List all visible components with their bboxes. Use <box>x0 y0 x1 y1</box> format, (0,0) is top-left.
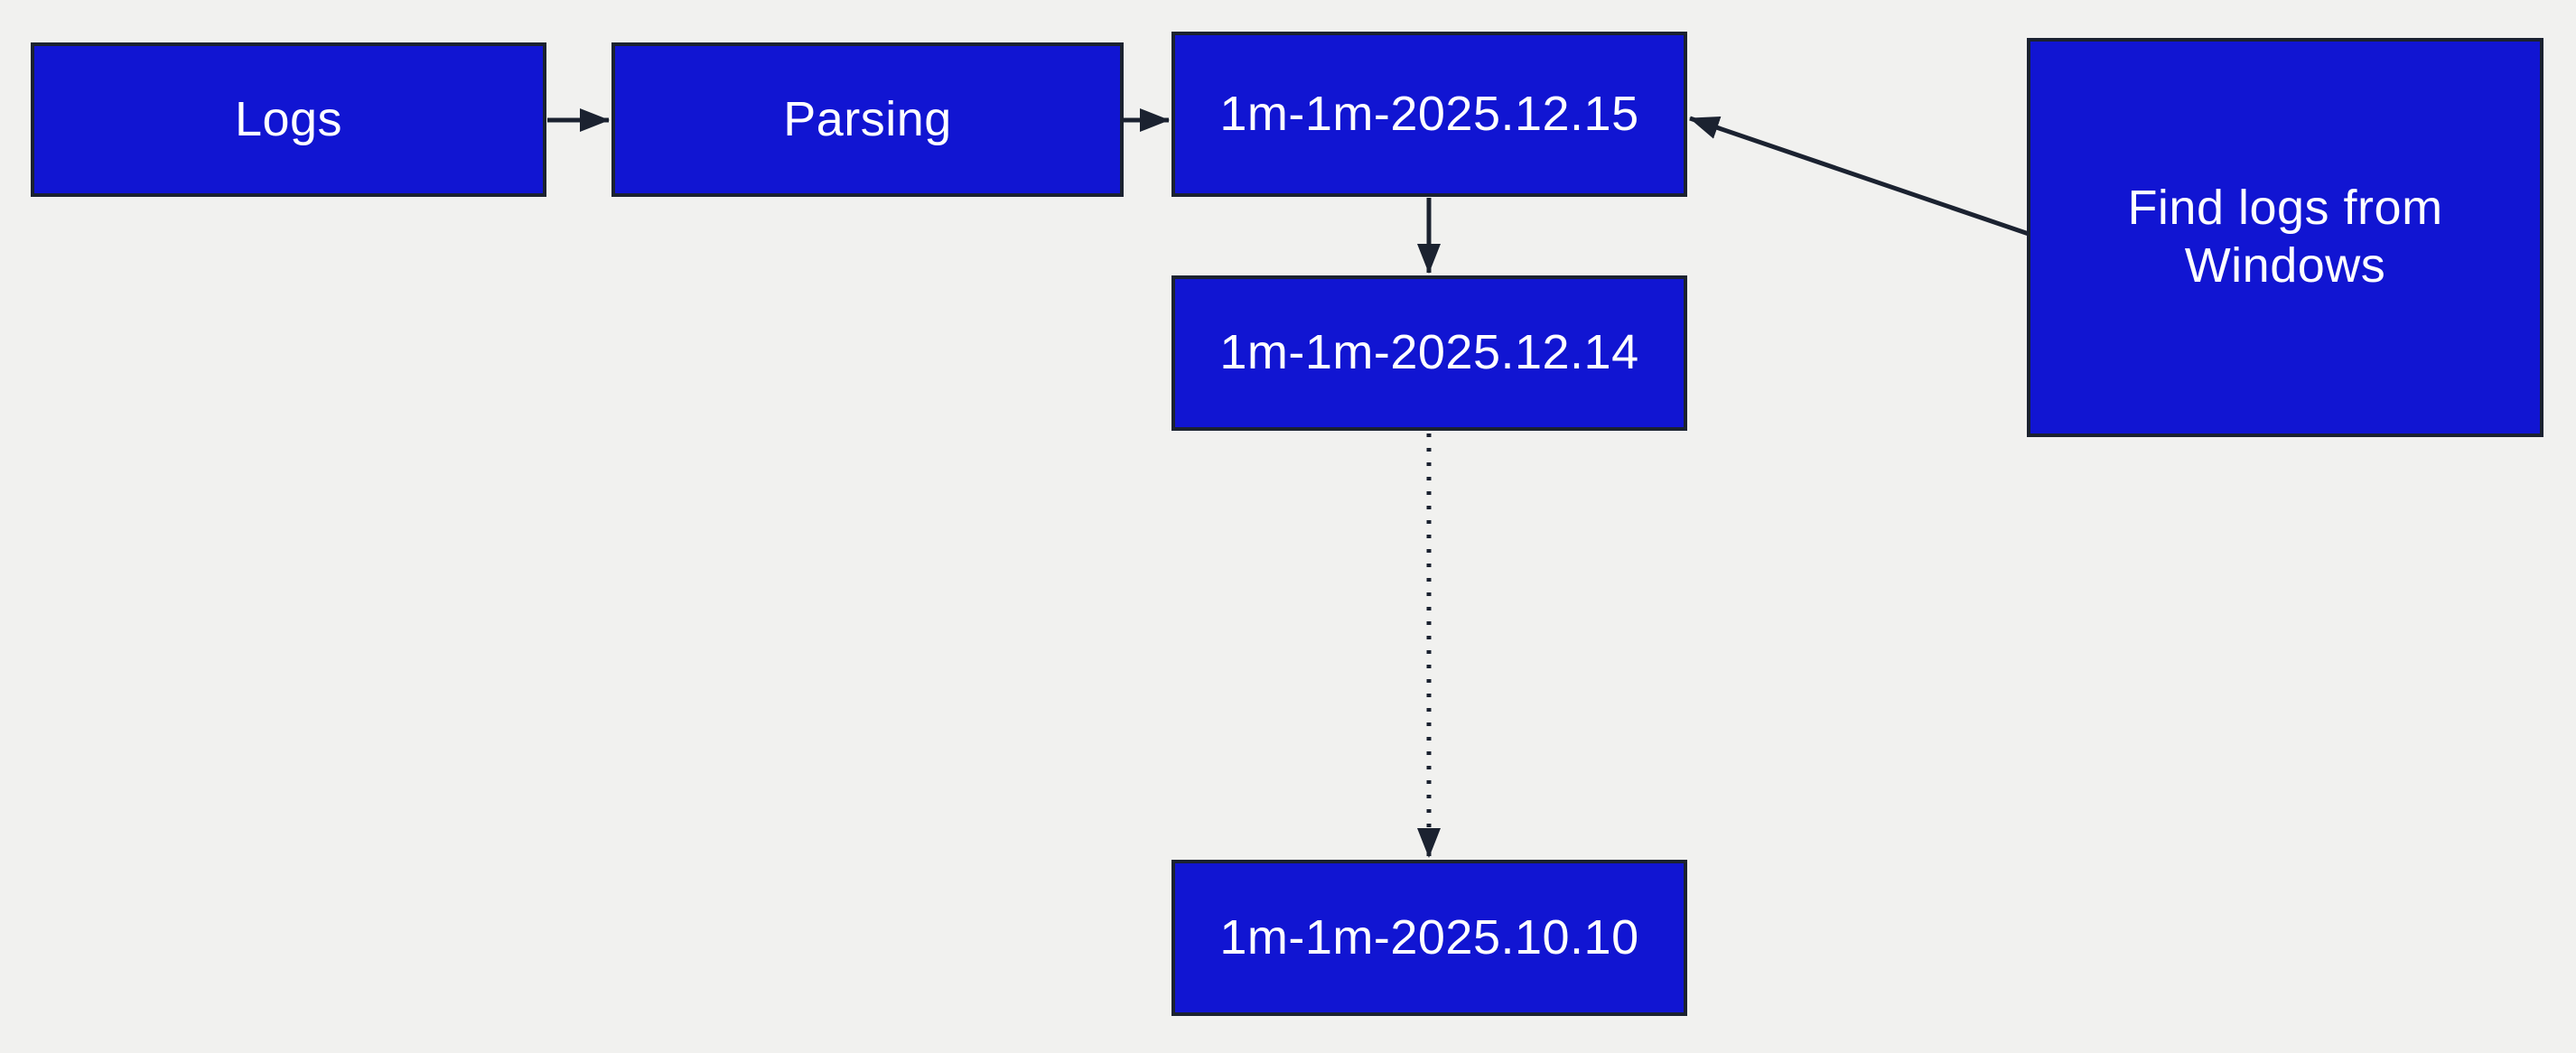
node-index-2025-12-15-label: 1m-1m-2025.12.15 <box>1219 86 1639 141</box>
node-index-2025-10-10[interactable]: 1m-1m-2025.10.10 <box>1171 860 1687 1016</box>
node-find-logs-from-windows[interactable]: Find logs from Windows <box>2027 38 2543 437</box>
node-logs-label: Logs <box>234 91 343 146</box>
node-parsing-label: Parsing <box>783 91 952 146</box>
node-index-2025-12-14[interactable]: 1m-1m-2025.12.14 <box>1171 275 1687 431</box>
node-parsing[interactable]: Parsing <box>611 42 1124 197</box>
node-index-2025-10-10-label: 1m-1m-2025.10.10 <box>1219 909 1639 964</box>
node-logs[interactable]: Logs <box>31 42 546 197</box>
node-index-2025-12-15[interactable]: 1m-1m-2025.12.15 <box>1171 32 1687 197</box>
edge-find-logs-to-index-2025-12-15 <box>1689 116 2030 237</box>
node-index-2025-12-14-label: 1m-1m-2025.12.14 <box>1219 325 1639 380</box>
node-find-logs-from-windows-label: Find logs from Windows <box>2127 181 2443 293</box>
